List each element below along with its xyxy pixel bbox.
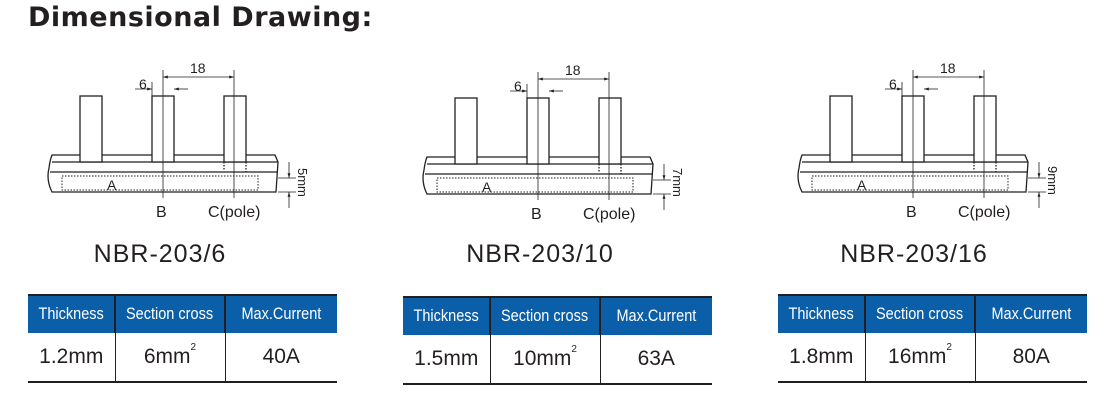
pin-width-label: 6 [139, 76, 147, 92]
thickness-value: 1.2mm [39, 345, 104, 368]
height-label: 5mm [295, 168, 310, 197]
header-thickness: Thickness [38, 305, 104, 323]
header-section: Section cross [126, 305, 214, 323]
drawing-labels-3: 18 6 A B C(pole) 9mm [857, 60, 1060, 221]
pin-width-label: 6 [514, 78, 522, 94]
pin [79, 95, 103, 163]
pitch-label: 18 [190, 60, 206, 76]
header-section: Section cross [876, 305, 964, 323]
busbar-drawing-2 [423, 72, 671, 210]
label-c-pole: C(pole) [583, 206, 635, 223]
pin-c [223, 95, 247, 163]
thickness-value: 1.5mm [414, 347, 479, 370]
header-current: Max.Current [616, 307, 697, 325]
header-section: Section cross [501, 307, 589, 325]
busbar-drawing [47, 70, 296, 208]
header-current: Max.Current [991, 305, 1072, 323]
height-label: 9mm [1045, 166, 1060, 195]
section-value: 10mm2 [489, 335, 600, 384]
current-value: 40A [224, 333, 337, 382]
spec-table: Thickness Section cross Max.Current 1.5mm 1… [403, 296, 712, 385]
label-a: A [857, 177, 867, 193]
pitch-label: 18 [940, 60, 956, 76]
height-label: 7mm [670, 168, 685, 197]
busbar-drawing-3 [798, 70, 1046, 208]
model-name: NBR-203/6 [93, 240, 227, 268]
page-title: Dimensional Drawing: [28, 2, 373, 33]
label-b: B [156, 204, 167, 221]
label-b: B [906, 204, 917, 221]
label-c-pole: C(pole) [208, 204, 260, 221]
header-thickness: Thickness [788, 305, 854, 323]
spec-table: Thickness Section cross Max.Current 1.8mm 1… [778, 294, 1087, 383]
header-thickness: Thickness [413, 307, 479, 325]
section-value: 16mm2 [864, 333, 975, 382]
dimensional-drawings: 18 6 A B C(pole) 5mm 18 6 A B C(pole) 7m… [47, 60, 1060, 223]
spec-table: Thickness Section cross Max.Current 1.2mm 6… [28, 294, 337, 383]
section-value: 6mm2 [114, 333, 225, 382]
label-a: A [107, 177, 117, 193]
current-value: 63A [599, 335, 712, 384]
model-name: NBR-203/16 [840, 240, 988, 268]
drawing-labels-2: 18 6 A B C(pole) 7mm [482, 62, 685, 223]
label-a: A [482, 179, 492, 195]
drawing-labels-1: 18 6 A B C(pole) 5mm [107, 60, 310, 221]
model-name: NBR-203/10 [466, 240, 614, 268]
pitch-label: 18 [565, 62, 581, 78]
label-c-pole: C(pole) [958, 204, 1010, 221]
thickness-value: 1.8mm [789, 345, 854, 368]
header-current: Max.Current [241, 305, 322, 323]
pin-width-label: 6 [889, 76, 897, 92]
current-value: 80A [974, 333, 1087, 382]
label-b: B [531, 206, 542, 223]
